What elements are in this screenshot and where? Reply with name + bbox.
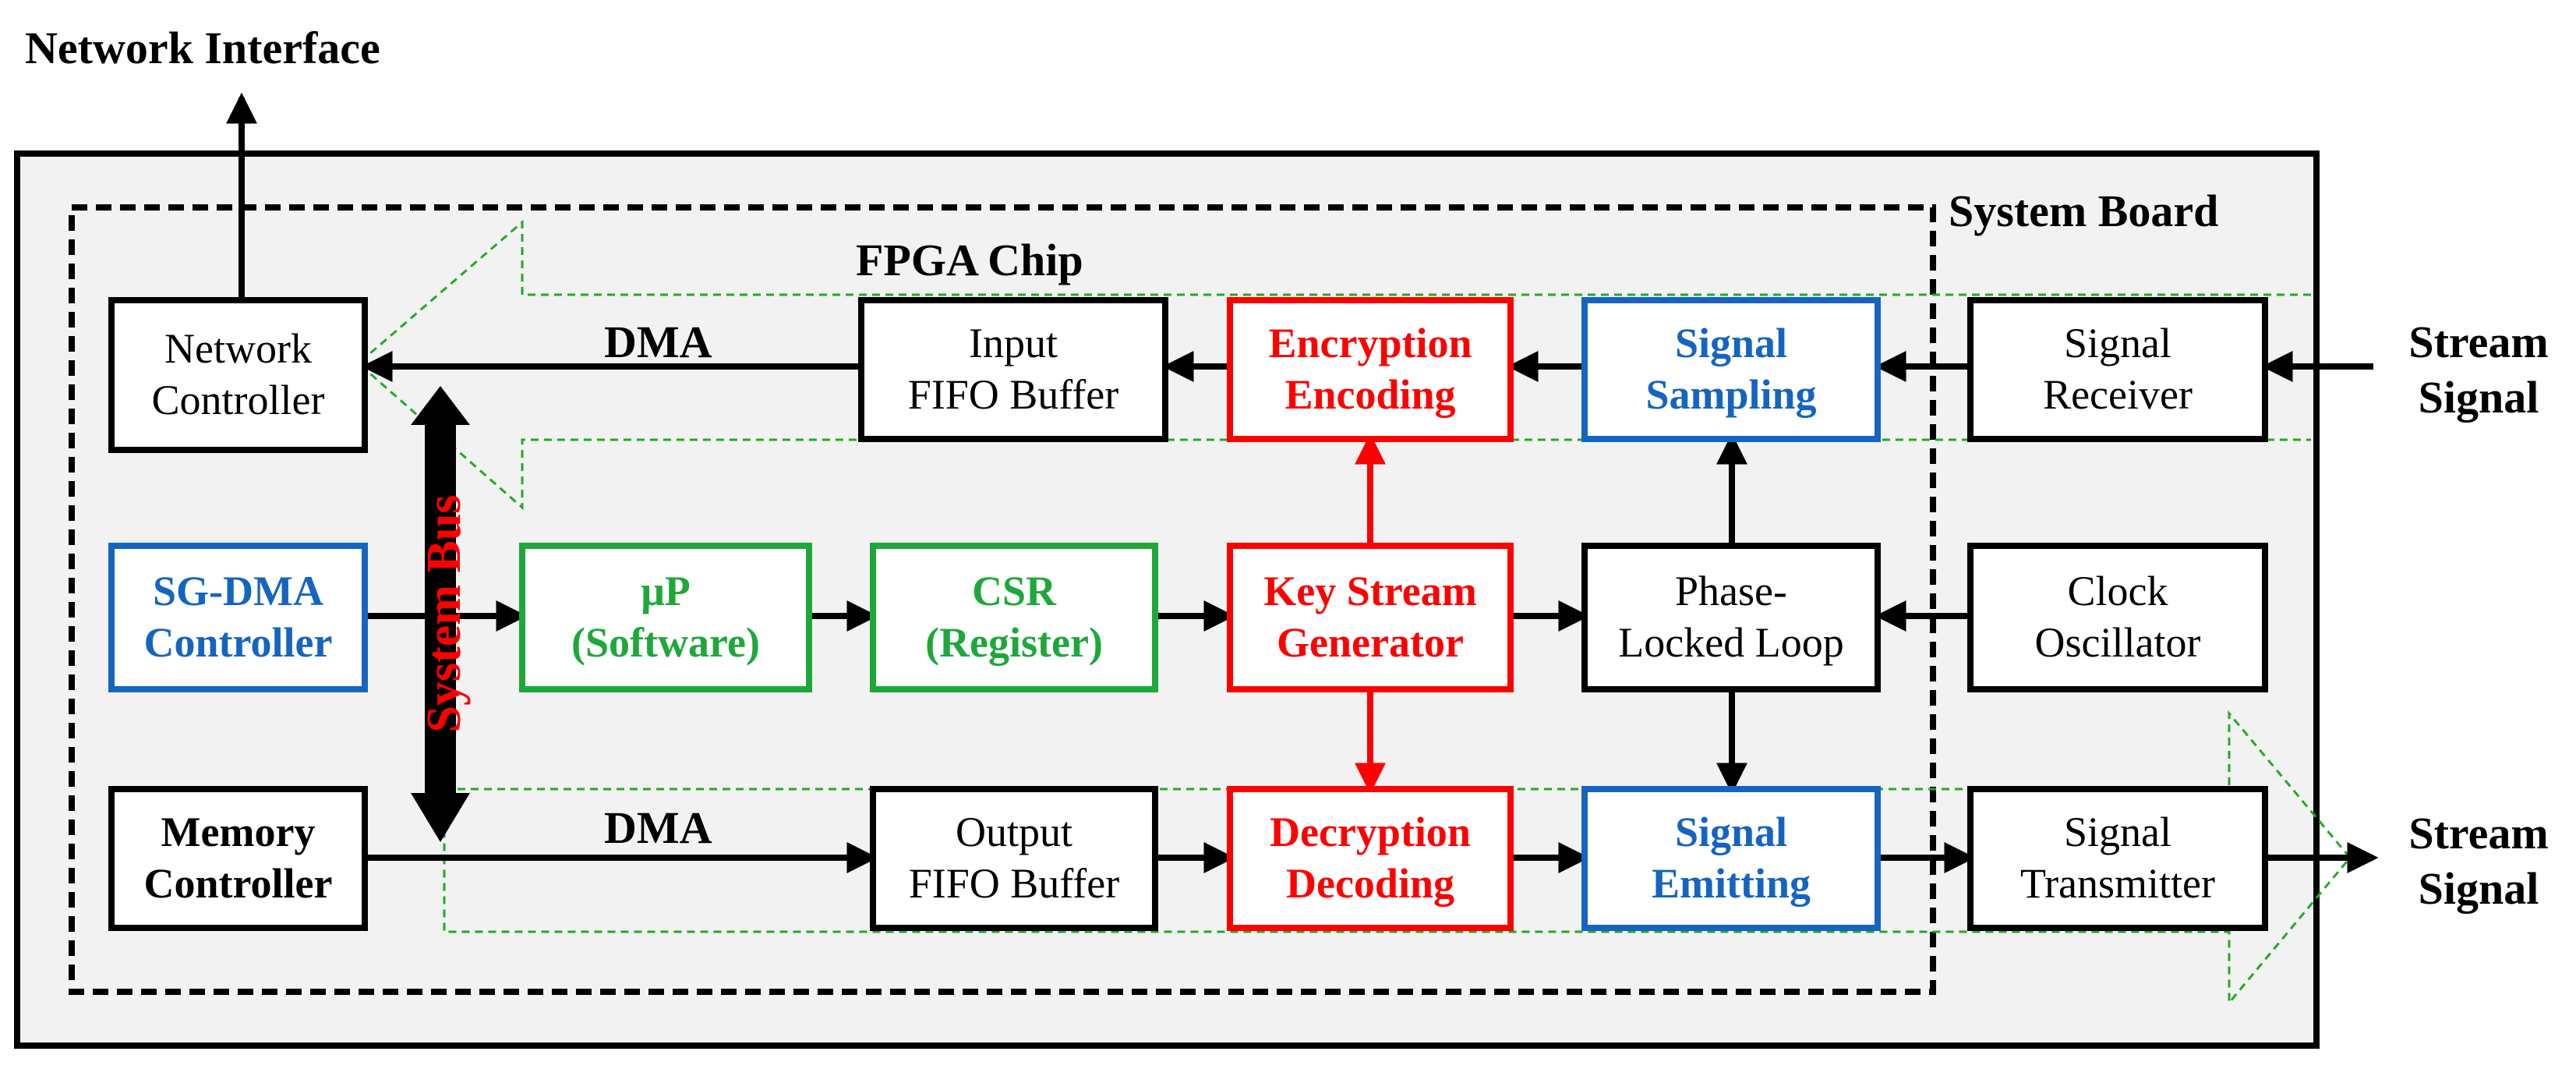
network-controller-line-1: Network [164, 325, 312, 373]
signal-transmitter-text: Signal Transmitter [1970, 789, 2265, 928]
csr-line-1: CSR [971, 568, 1057, 615]
clock-line-1: Clock [2067, 568, 2168, 615]
up-line-2: (Software) [571, 619, 760, 666]
input-flow-guide [356, 219, 2311, 511]
clock-text: Clock Oscillator [1970, 546, 2265, 689]
system-bus-bottom-arrow [411, 793, 470, 842]
signal-transmitter-line-1: Signal [2063, 809, 2171, 856]
signal-emitting-line-1: Signal [1674, 809, 1788, 856]
stream-in-line-2: Signal [2418, 372, 2539, 423]
signal-emitting-box [1581, 786, 1881, 931]
input-fifo-line-2: FIFO Buffer [907, 371, 1119, 418]
signal-sampling-box [1581, 297, 1881, 442]
memory-controller-line-2: Controller [143, 860, 333, 907]
input-fifo-text: Input FIFO Buffer [861, 300, 1165, 439]
decryption-text: Decryption Decoding [1230, 789, 1511, 928]
stream-in-line-1: Stream [2408, 317, 2549, 368]
output-fifo-box [870, 786, 1158, 931]
fpga-chip-boundary [69, 204, 1936, 995]
signal-receiver-line-1: Signal [2063, 320, 2171, 367]
system-bus-label: System Bus [418, 494, 471, 733]
signal-receiver-box [1967, 297, 2268, 442]
sg-dma-line-2: Controller [143, 619, 333, 666]
key-stream-line-1: Key Stream [1263, 568, 1477, 615]
output-fifo-line-1: Output [955, 809, 1072, 856]
encryption-box [1227, 297, 1514, 442]
clock-box [1967, 543, 2268, 692]
pll-line-1: Phase- [1675, 568, 1787, 615]
encryption-text: Encryption Encoding [1230, 300, 1511, 439]
csr-line-2: (Register) [925, 619, 1103, 666]
up-line-1: μP [641, 568, 691, 615]
system-board-label: System Board [1949, 186, 2219, 236]
signal-sampling-text: Signal Sampling [1585, 300, 1878, 439]
network-interface-label: Network Interface [25, 23, 380, 73]
sg-dma-box [108, 543, 368, 692]
sg-dma-line-1: SG-DMA [153, 568, 323, 615]
csr-box [870, 543, 1158, 692]
stream-out-line-1: Stream [2408, 808, 2549, 859]
sg-dma-text: SG-DMA Controller [111, 546, 365, 689]
fpga-chip-label: FPGA Chip [856, 235, 1083, 285]
block-shapes [108, 297, 2268, 931]
pll-box [1581, 543, 1881, 692]
clock-line-2: Oscillator [2034, 619, 2201, 666]
up-box [519, 543, 812, 692]
key-stream-box [1227, 543, 1514, 692]
signal-sampling-line-2: Sampling [1645, 371, 1817, 418]
signal-receiver-text: Signal Receiver [1970, 300, 2265, 439]
key-stream-line-2: Generator [1277, 619, 1464, 666]
signal-transmitter-line-2: Transmitter [2019, 860, 2215, 907]
encryption-line-2: Encoding [1284, 371, 1456, 418]
signal-receiver-line-2: Receiver [2043, 371, 2193, 418]
signal-sampling-line-1: Signal [1674, 320, 1788, 367]
signal-transmitter-box [1967, 786, 2268, 931]
output-flow-guide [443, 710, 2352, 1007]
memory-controller-line-1: Memory [161, 809, 316, 856]
stream-signal-out-label: Stream Signal [2381, 795, 2576, 928]
network-controller-line-2: Controller [151, 377, 325, 423]
dma-bottom-label: DMA [604, 802, 712, 853]
encryption-line-1: Encryption [1268, 320, 1472, 367]
dma-top-label: DMA [604, 317, 712, 367]
decryption-box [1227, 786, 1514, 931]
signal-emitting-text: Signal Emitting [1585, 789, 1878, 928]
pll-line-2: Locked Loop [1618, 619, 1844, 666]
decryption-line-2: Decoding [1286, 860, 1454, 907]
stream-out-line-2: Signal [2418, 863, 2539, 914]
pll-text: Phase- Locked Loop [1585, 546, 1878, 689]
network-controller-box [108, 297, 368, 453]
up-text: μP (Software) [522, 546, 809, 689]
network-controller-text: Network Controller [111, 300, 365, 450]
key-stream-text: Key Stream Generator [1230, 546, 1511, 689]
stream-signal-in-label: Stream Signal [2381, 304, 2576, 437]
signal-emitting-line-2: Emitting [1651, 860, 1811, 907]
output-fifo-line-2: FIFO Buffer [908, 860, 1120, 907]
decryption-line-1: Decryption [1270, 809, 1471, 856]
csr-text: CSR (Register) [873, 546, 1155, 689]
output-fifo-text: Output FIFO Buffer [873, 789, 1155, 928]
input-fifo-box [858, 297, 1168, 442]
memory-controller-box [108, 786, 368, 931]
system-bus-top-arrow [411, 386, 470, 425]
memory-controller-text: Memory Controller [111, 789, 365, 928]
input-fifo-line-1: Input [969, 320, 1058, 367]
